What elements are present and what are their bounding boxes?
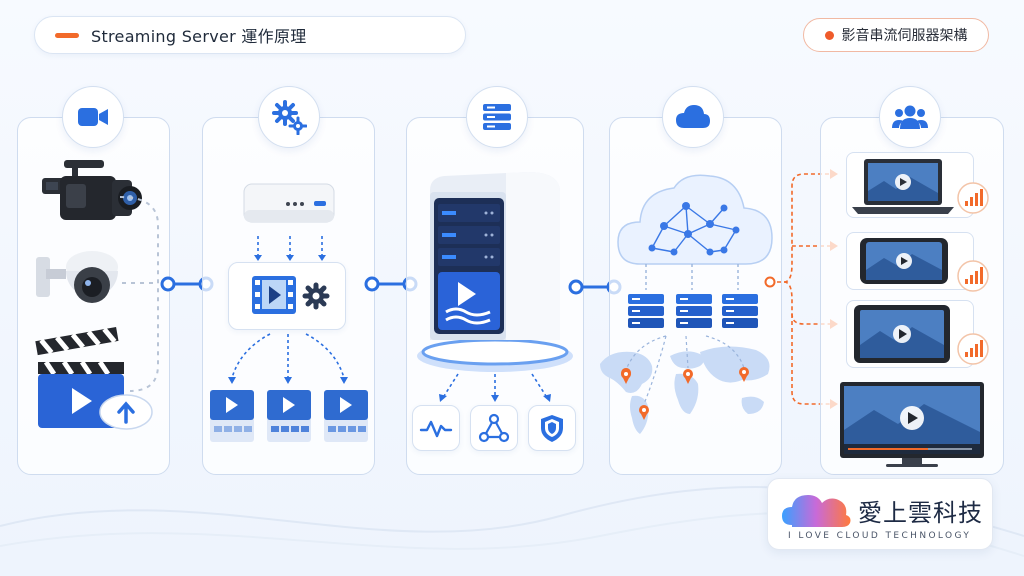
brand-cloud-logo bbox=[782, 495, 851, 527]
title-accent-dash bbox=[55, 32, 79, 38]
streaming-server-tower bbox=[417, 172, 573, 372]
server-icon bbox=[466, 86, 528, 148]
cloud-icon bbox=[662, 86, 724, 148]
film-gear-icon bbox=[252, 276, 330, 314]
monitoring-card bbox=[412, 405, 460, 451]
page-title: Streaming Server 運作原理 bbox=[91, 27, 307, 46]
laptop-icon bbox=[852, 159, 954, 214]
encoder-input-arrows bbox=[254, 236, 326, 261]
cdn-edge-links bbox=[645, 264, 739, 290]
signal-strength-icon-3 bbox=[957, 333, 989, 365]
header-tag: 影音串流伺服器架構 bbox=[841, 28, 968, 44]
network-card bbox=[470, 405, 518, 451]
source-collector-line bbox=[119, 196, 159, 392]
brand-logo-card: 愛上雲科技 I LOVE CLOUD TECHNOLOGY bbox=[767, 478, 993, 550]
signal-strength-icon-2 bbox=[957, 260, 989, 292]
gears-icon bbox=[258, 86, 320, 148]
transcode-output-arrows bbox=[228, 333, 348, 384]
header-tag-pill: 影音串流伺服器架構 bbox=[803, 18, 989, 52]
encoder-device-icon bbox=[243, 183, 335, 223]
security-camera-icon bbox=[36, 251, 118, 303]
brand-subtitle: I LOVE CLOUD TECHNOLOGY bbox=[788, 531, 972, 541]
server-service-arrows bbox=[439, 373, 551, 402]
cloud-network-diagram bbox=[617, 174, 773, 265]
tablet-icon bbox=[854, 305, 950, 363]
video-camera-icon bbox=[62, 86, 124, 148]
brand-name: 愛上雲科技 bbox=[858, 499, 983, 527]
security-card bbox=[528, 405, 576, 451]
network-nodes-icon bbox=[478, 413, 510, 443]
shield-icon bbox=[541, 415, 563, 442]
smartphone-icon bbox=[860, 238, 948, 284]
tag-dot-icon bbox=[824, 30, 834, 40]
signal-strength-icon bbox=[957, 182, 989, 214]
users-icon bbox=[879, 86, 941, 148]
cdn-edge-servers bbox=[628, 294, 758, 328]
television-icon bbox=[840, 382, 984, 467]
world-map-icon bbox=[600, 335, 770, 434]
clapperboard-upload-icon bbox=[35, 327, 153, 430]
waveform-icon bbox=[419, 420, 453, 438]
rendition-outputs bbox=[210, 390, 368, 442]
header-title-pill: Streaming Server 運作原理 bbox=[34, 16, 466, 54]
